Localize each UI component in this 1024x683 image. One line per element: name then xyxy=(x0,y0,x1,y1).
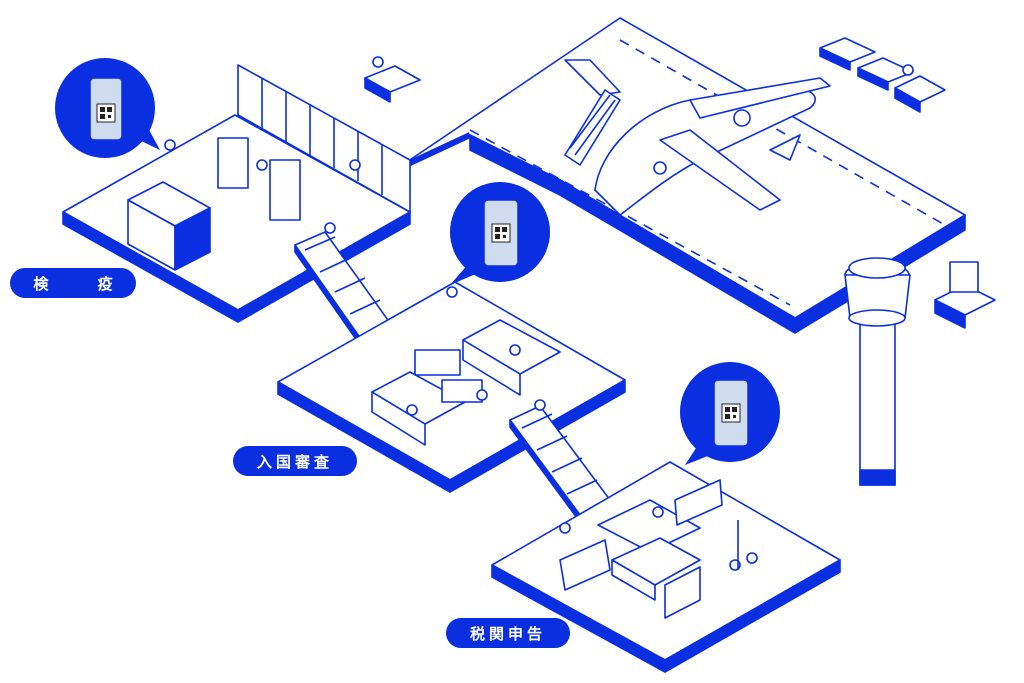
label-quarantine: 検 疫 xyxy=(10,268,136,298)
control-tower-icon xyxy=(845,258,910,485)
qr-phone-icon xyxy=(450,182,550,285)
forklift-icon xyxy=(935,262,995,328)
qr-phone-icon xyxy=(55,58,160,158)
label-immigration: 入国審査 xyxy=(233,446,357,476)
baggage-cart-icon xyxy=(820,38,913,90)
qr-phone-icon xyxy=(680,362,780,465)
label-customs: 税関申告 xyxy=(446,618,570,648)
